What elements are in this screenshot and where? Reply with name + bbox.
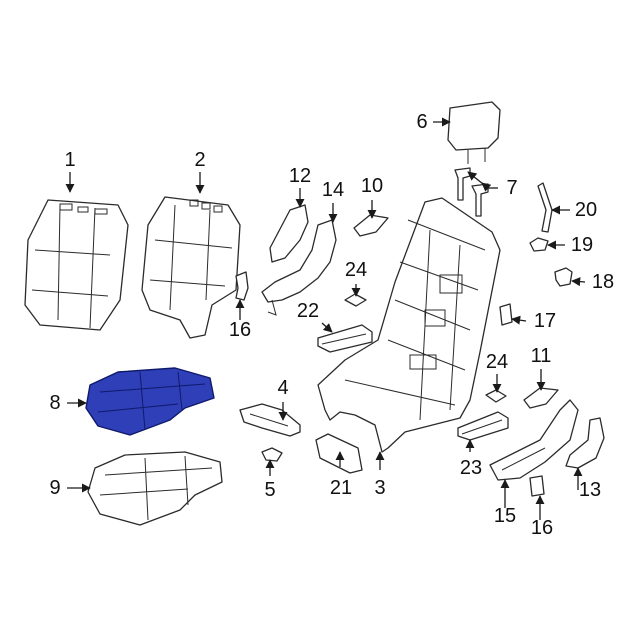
callout-23: 23 xyxy=(460,457,482,479)
callout-24-right: 24 xyxy=(486,351,508,373)
part-1-seat-back-cover[interactable] xyxy=(24,199,129,331)
callout-24-center: 24 xyxy=(345,259,367,281)
callout-15: 15 xyxy=(494,505,516,527)
callout-19: 19 xyxy=(571,234,593,256)
callout-22: 22 xyxy=(297,300,319,322)
part-22-hinge-cover[interactable] xyxy=(317,324,373,353)
callout-8: 8 xyxy=(49,392,60,414)
part-24-cap-right[interactable] xyxy=(485,389,507,403)
callout-16-left: 16 xyxy=(229,319,251,341)
callout-14: 14 xyxy=(322,179,344,201)
part-21-lower-trim[interactable] xyxy=(315,433,363,474)
callout-6: 6 xyxy=(416,111,427,133)
part-17-cover-plate[interactable] xyxy=(499,303,513,326)
part-10-clip[interactable] xyxy=(353,214,389,237)
part-12-side-trim[interactable] xyxy=(269,204,309,263)
part-3-seat-frame[interactable] xyxy=(317,197,501,453)
part-20-rod[interactable] xyxy=(537,182,553,233)
callout-17: 17 xyxy=(534,310,556,332)
callout-12: 12 xyxy=(289,165,311,187)
part-19-nut[interactable] xyxy=(529,237,549,252)
part-8-seat-cushion-pad[interactable] xyxy=(85,367,215,436)
part-23-hinge-cover[interactable] xyxy=(457,411,509,441)
part-4-latch-bracket[interactable] xyxy=(239,403,301,437)
part-6-headrest[interactable] xyxy=(447,101,501,164)
callout-16-right: 16 xyxy=(531,517,553,539)
callout-7: 7 xyxy=(506,177,517,199)
callout-1: 1 xyxy=(64,149,75,171)
callout-13: 13 xyxy=(579,479,601,501)
part-11-clip[interactable] xyxy=(523,387,559,409)
callout-20: 20 xyxy=(575,199,597,221)
part-16-bracket-right[interactable] xyxy=(529,475,545,497)
part-15-side-shield[interactable] xyxy=(489,399,579,481)
callout-18: 18 xyxy=(592,271,614,293)
part-14-side-shield[interactable] xyxy=(261,219,337,316)
callout-3: 3 xyxy=(374,477,385,499)
part-7-headrest-guides[interactable] xyxy=(454,167,489,217)
part-2-seat-back-pad[interactable] xyxy=(141,196,241,339)
part-5-clip[interactable] xyxy=(261,447,283,462)
part-9-seat-cushion-cover[interactable] xyxy=(87,451,223,526)
leader-arrows xyxy=(65,117,586,520)
callout-4: 4 xyxy=(277,377,288,399)
callout-11: 11 xyxy=(531,345,552,367)
callout-9: 9 xyxy=(49,477,60,499)
part-18-fastener[interactable] xyxy=(554,267,573,287)
part-16-bracket-left[interactable] xyxy=(235,271,249,301)
callout-21: 21 xyxy=(330,477,352,499)
callout-2: 2 xyxy=(194,149,205,171)
callout-5: 5 xyxy=(264,479,275,501)
callout-10: 10 xyxy=(361,175,383,197)
